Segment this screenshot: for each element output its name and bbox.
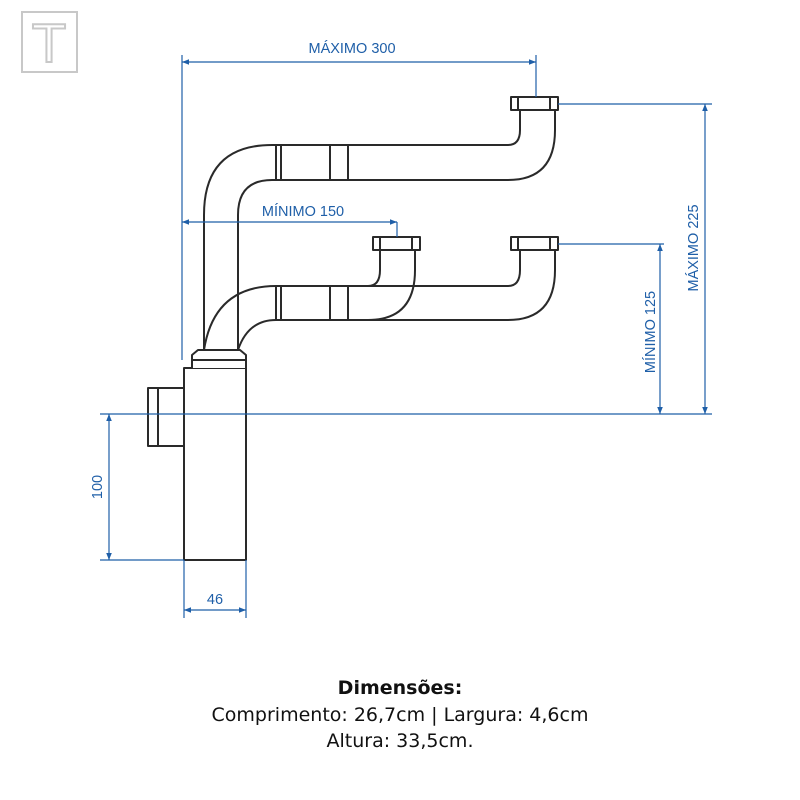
max-height-label: MÁXIMO 225 [685,204,702,291]
guide-lines [203,215,500,350]
pipe-assembly [147,96,559,561]
caption-line-2: Altura: 33,5cm. [326,730,474,752]
max-length-label: MÁXIMO 300 [308,40,395,57]
upper-pipe [203,96,559,350]
body-height-label: 100 [90,475,106,499]
body-width-label: 46 [207,592,223,608]
mid-pipe [348,236,559,321]
brand-logo: T [21,11,78,76]
dimension-lines [100,55,712,618]
siphon-body [147,349,247,561]
logo-letter: T [32,15,65,75]
min-height-label: MÍNIMO 125 [642,291,659,373]
lower-pipe [203,236,421,351]
min-length-label: MÍNIMO 150 [262,203,344,220]
caption-line-1: Comprimento: 26,7cm | Largura: 4,6cm [211,704,589,726]
caption-title: Dimensões: [337,677,463,699]
